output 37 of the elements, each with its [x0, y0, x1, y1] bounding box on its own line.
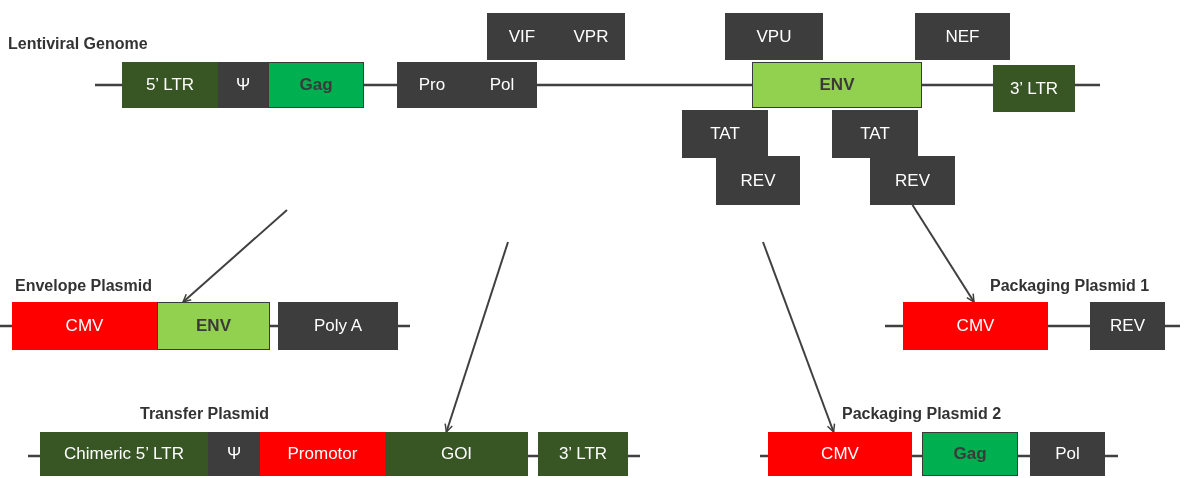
gene-segment: Pro: [397, 62, 467, 108]
gene-segment: Gag: [922, 432, 1018, 476]
gene-segment: ENV: [157, 302, 270, 350]
gene-segment: 3’ LTR: [538, 432, 628, 476]
gene-segment: TAT: [682, 110, 768, 158]
plasmid-title: Envelope Plasmid: [15, 276, 152, 296]
arrow: [762, 241, 836, 433]
gene-segment: ENV: [752, 62, 922, 108]
gene-segment: Promotor: [260, 432, 385, 476]
gene-segment: 5’ LTR: [122, 62, 218, 108]
gene-segment: VIF: [487, 13, 557, 60]
gene-segment: REV: [1090, 302, 1165, 350]
gene-segment: Gag: [268, 62, 364, 108]
gene-segment: Poly A: [278, 302, 398, 350]
gene-segment: Ψ: [218, 62, 268, 108]
arrow: [444, 241, 509, 433]
gene-segment: Pol: [467, 62, 537, 108]
arrow: [911, 204, 975, 303]
plasmid-title: Packaging Plasmid 1: [990, 276, 1150, 296]
gene-segment: REV: [870, 156, 955, 205]
gene-segment: VPU: [725, 13, 823, 60]
gene-segment: Ψ: [208, 432, 260, 476]
gene-segment: Chimeric 5’ LTR: [40, 432, 208, 476]
gene-segment: NEF: [915, 13, 1010, 60]
plasmid-title: Transfer Plasmid: [140, 404, 269, 424]
gene-segment: CMV: [768, 432, 912, 476]
diagram-title: Lentiviral Genome: [8, 34, 148, 54]
gene-segment: Pol: [1030, 432, 1105, 476]
plasmid-title: Packaging Plasmid 2: [842, 404, 1002, 424]
gene-segment: TAT: [832, 110, 918, 158]
gene-segment: GOI: [385, 432, 528, 476]
arrow: [182, 209, 288, 303]
gene-segment: CMV: [12, 302, 157, 350]
gene-segment: REV: [716, 156, 800, 205]
gene-segment: VPR: [557, 13, 625, 60]
gene-segment: CMV: [903, 302, 1048, 350]
gene-segment: 3’ LTR: [993, 65, 1075, 112]
